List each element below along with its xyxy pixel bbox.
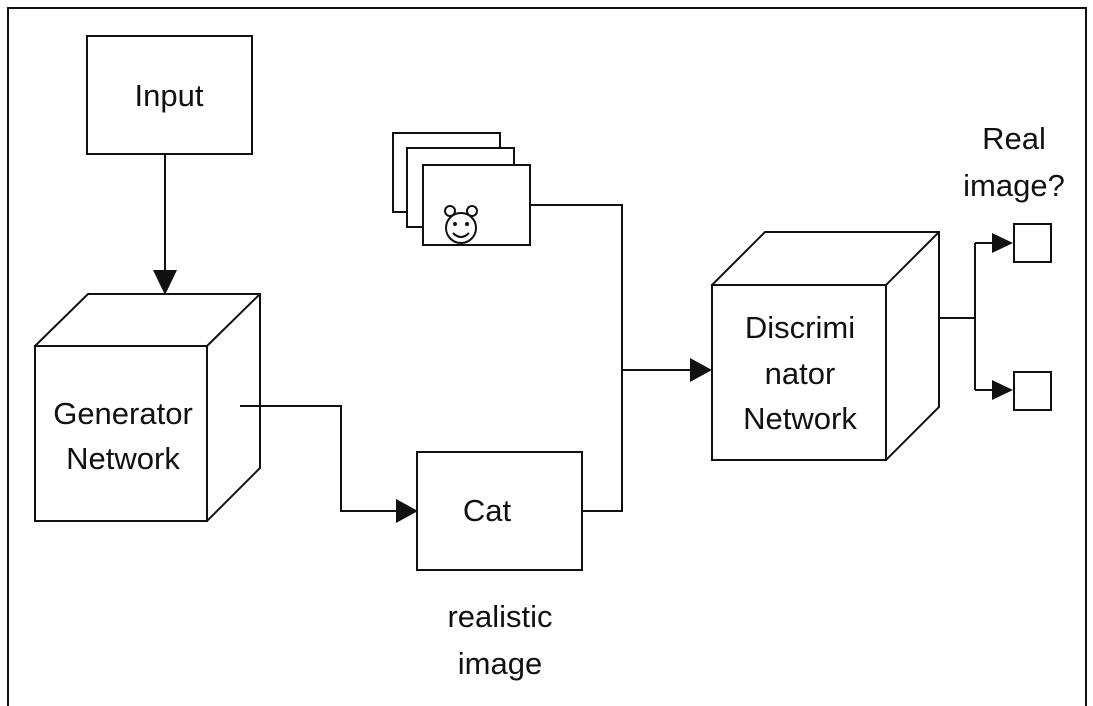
output-branch-bottom-arrowhead xyxy=(992,380,1013,400)
generator-label-line2: Network xyxy=(66,441,180,476)
discriminator-label-line3: Network xyxy=(743,401,857,436)
generator-cube xyxy=(33,293,261,523)
input-to-generator-arrowhead xyxy=(153,270,177,295)
discriminator-cube xyxy=(710,231,940,462)
input-label: Input xyxy=(135,78,204,113)
generator-label-line1: Generator xyxy=(53,396,193,431)
cat-face-icon xyxy=(444,205,478,244)
discriminator-label-line2: nator xyxy=(765,356,836,391)
cat-label: Cat xyxy=(463,493,512,528)
join-to-discriminator-arrowhead xyxy=(690,358,712,382)
generator-to-cat-connector xyxy=(240,405,396,512)
output-label-line1: Real xyxy=(982,121,1046,156)
realistic-label-line1: realistic xyxy=(447,599,552,634)
output-box-fake xyxy=(1013,371,1052,411)
real-images-connector xyxy=(530,204,623,370)
outer-frame xyxy=(7,7,1087,706)
generator-to-cat-arrowhead xyxy=(396,499,418,523)
input-box xyxy=(86,35,253,155)
output-label-line2: image? xyxy=(963,168,1065,203)
realistic-label-line2: image xyxy=(458,646,542,681)
output-box-real xyxy=(1013,223,1052,263)
cat-to-join-connector xyxy=(582,370,623,512)
discriminator-label-line1: Discrimi xyxy=(745,310,855,345)
output-branch-top-arrowhead xyxy=(992,233,1013,253)
